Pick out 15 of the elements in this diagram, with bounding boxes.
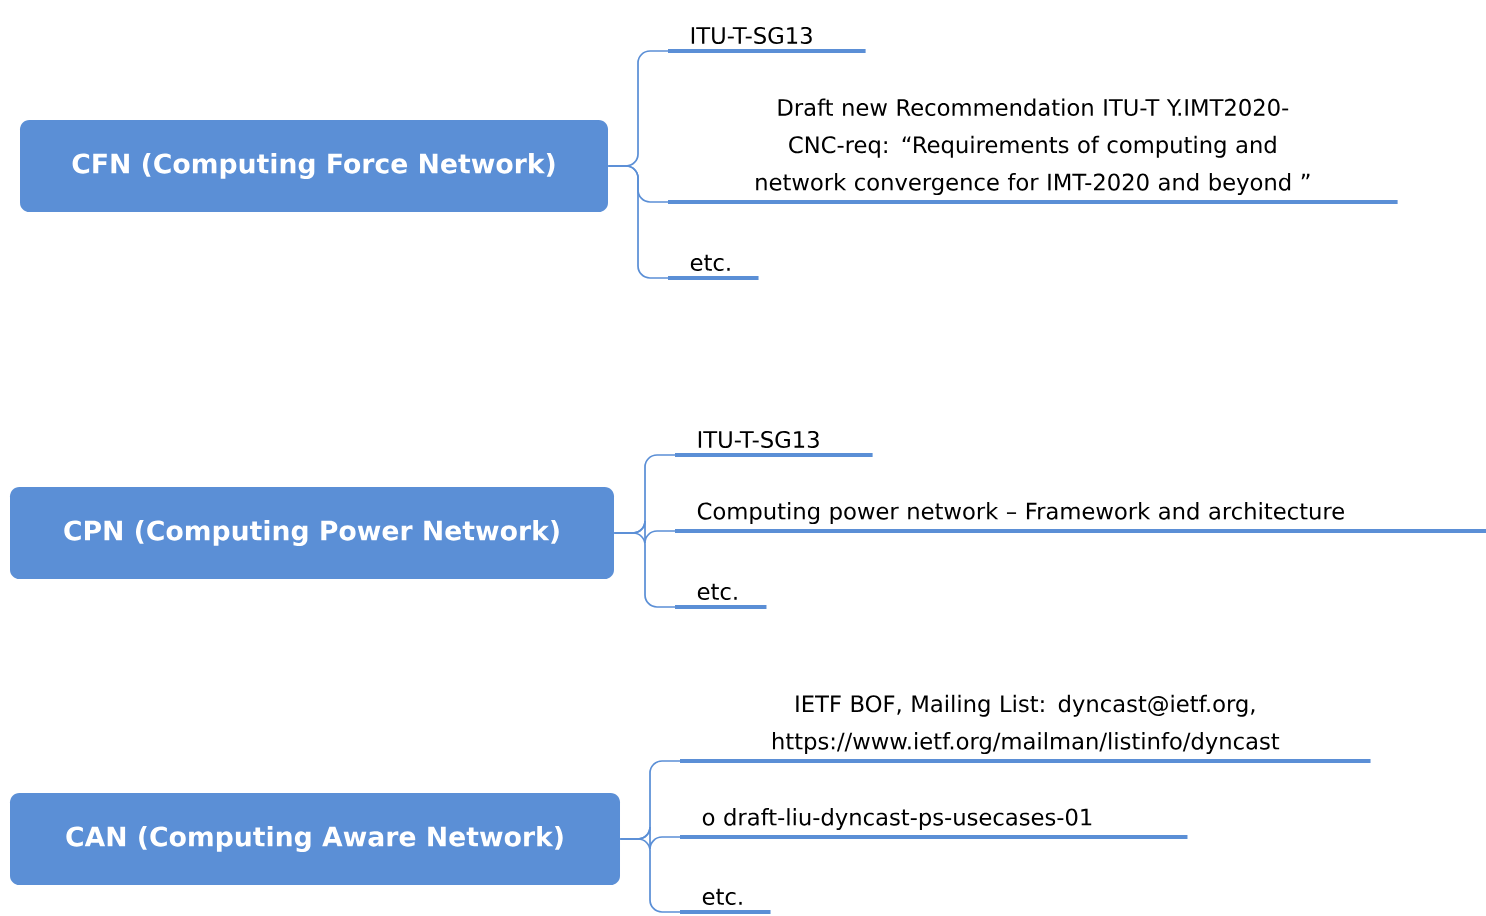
topic-label: etc. — [680, 888, 771, 914]
bracket-connector — [619, 838, 681, 913]
topic-label: etc. — [675, 583, 767, 609]
topic-label: etc. — [668, 254, 759, 280]
topic-label: IETF BOF, Mailing List: dyncast@ietf.org, https://www.ietf.org/mailman/listinfo/dyncast — [680, 694, 1371, 763]
bracket-connector — [607, 165, 669, 279]
topic-box: CAN (Computing Aware Network) — [10, 793, 620, 885]
topic-box: CFN (Computing Force Network) — [20, 120, 608, 212]
topic-label: o draft-liu-dyncast-ps-usecases-01 — [680, 808, 1188, 839]
topic-label: Computing power network – Framework and architecture — [675, 502, 1486, 533]
topic-label: ITU-T-SG13 — [668, 26, 866, 53]
topic-label: Draft new Recommendation ITU-T Y.IMT2020-CNC-req: “Requirements of computing and network convergence for IMT-2020 and beyond ” — [668, 98, 1398, 204]
topic-label: ITU-T-SG13 — [675, 430, 873, 457]
bracket-connector — [613, 532, 676, 608]
topic-box: CPN (Computing Power Network) — [10, 487, 614, 579]
